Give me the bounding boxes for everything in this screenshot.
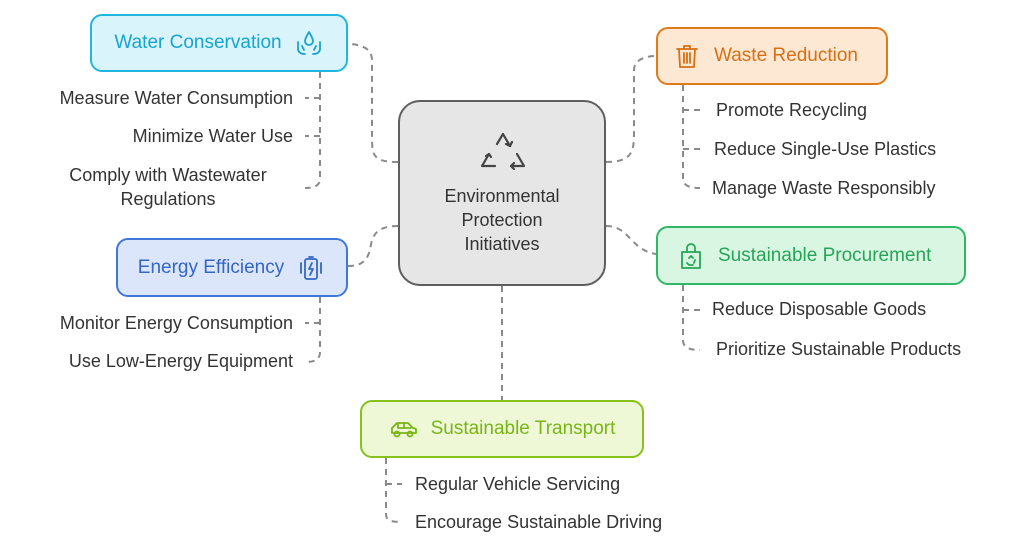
procurement-item-2: Prioritize Sustainable Products xyxy=(716,339,962,359)
center-node: Environmental Protection Initiatives xyxy=(398,100,606,286)
water-item-3: Comply with Wastewater Regulations xyxy=(69,165,267,209)
connector-center-waste xyxy=(605,55,657,163)
water-hands-icon xyxy=(294,28,324,58)
connector-waste-items xyxy=(682,85,701,189)
sustainable-transport-label: Sustainable Transport xyxy=(430,418,616,439)
trash-icon xyxy=(672,41,702,71)
node-energy-efficiency: Energy Efficiency xyxy=(116,238,348,297)
node-waste-reduction: Waste Reduction xyxy=(656,27,888,85)
center-title-line-1: Environmental xyxy=(444,186,560,206)
center-title-line-2: Protection xyxy=(461,210,543,230)
recycle-icon xyxy=(480,132,526,171)
node-water-conservation: Water Conservation xyxy=(90,14,348,72)
energy-efficiency-label: Energy Efficiency xyxy=(137,256,285,278)
waste-item-3: Manage Waste Responsibly xyxy=(712,178,936,198)
procurement-item-1: Reduce Disposable Goods xyxy=(712,299,927,319)
battery-recycle-icon xyxy=(296,253,326,283)
car-icon xyxy=(389,414,419,444)
center-title-line-3: Initiatives xyxy=(464,234,540,254)
node-sustainable-transport: Sustainable Transport xyxy=(360,400,644,458)
water-conservation-label: Water Conservation xyxy=(114,32,282,53)
waste-reduction-label: Waste Reduction xyxy=(714,45,858,66)
eco-bag-icon xyxy=(676,241,706,271)
connector-transport-items xyxy=(385,458,403,523)
energy-item-1: Monitor Energy Consumption xyxy=(59,313,293,333)
waste-item-1: Promote Recycling xyxy=(716,100,868,120)
node-sustainable-procurement: Sustainable Procurement xyxy=(656,226,966,285)
connector-center-energy xyxy=(347,225,399,267)
center-title: Environmental Protection Initiatives xyxy=(400,184,604,256)
water-item-2: Minimize Water Use xyxy=(132,126,293,146)
water-item-1: Measure Water Consumption xyxy=(59,88,293,108)
waste-item-2: Reduce Single-Use Plastics xyxy=(714,139,937,159)
connector-center-procurement xyxy=(605,225,657,255)
sustainable-procurement-label: Sustainable Procurement xyxy=(718,244,932,266)
transport-item-2: Encourage Sustainable Driving xyxy=(415,512,663,532)
transport-item-1: Regular Vehicle Servicing xyxy=(415,474,621,494)
connector-water-items xyxy=(304,72,321,189)
connector-procurement-items xyxy=(682,285,701,351)
energy-item-2: Use Low-Energy Equipment xyxy=(68,351,293,371)
connector-center-water xyxy=(347,43,399,163)
connector-energy-items xyxy=(304,297,321,363)
